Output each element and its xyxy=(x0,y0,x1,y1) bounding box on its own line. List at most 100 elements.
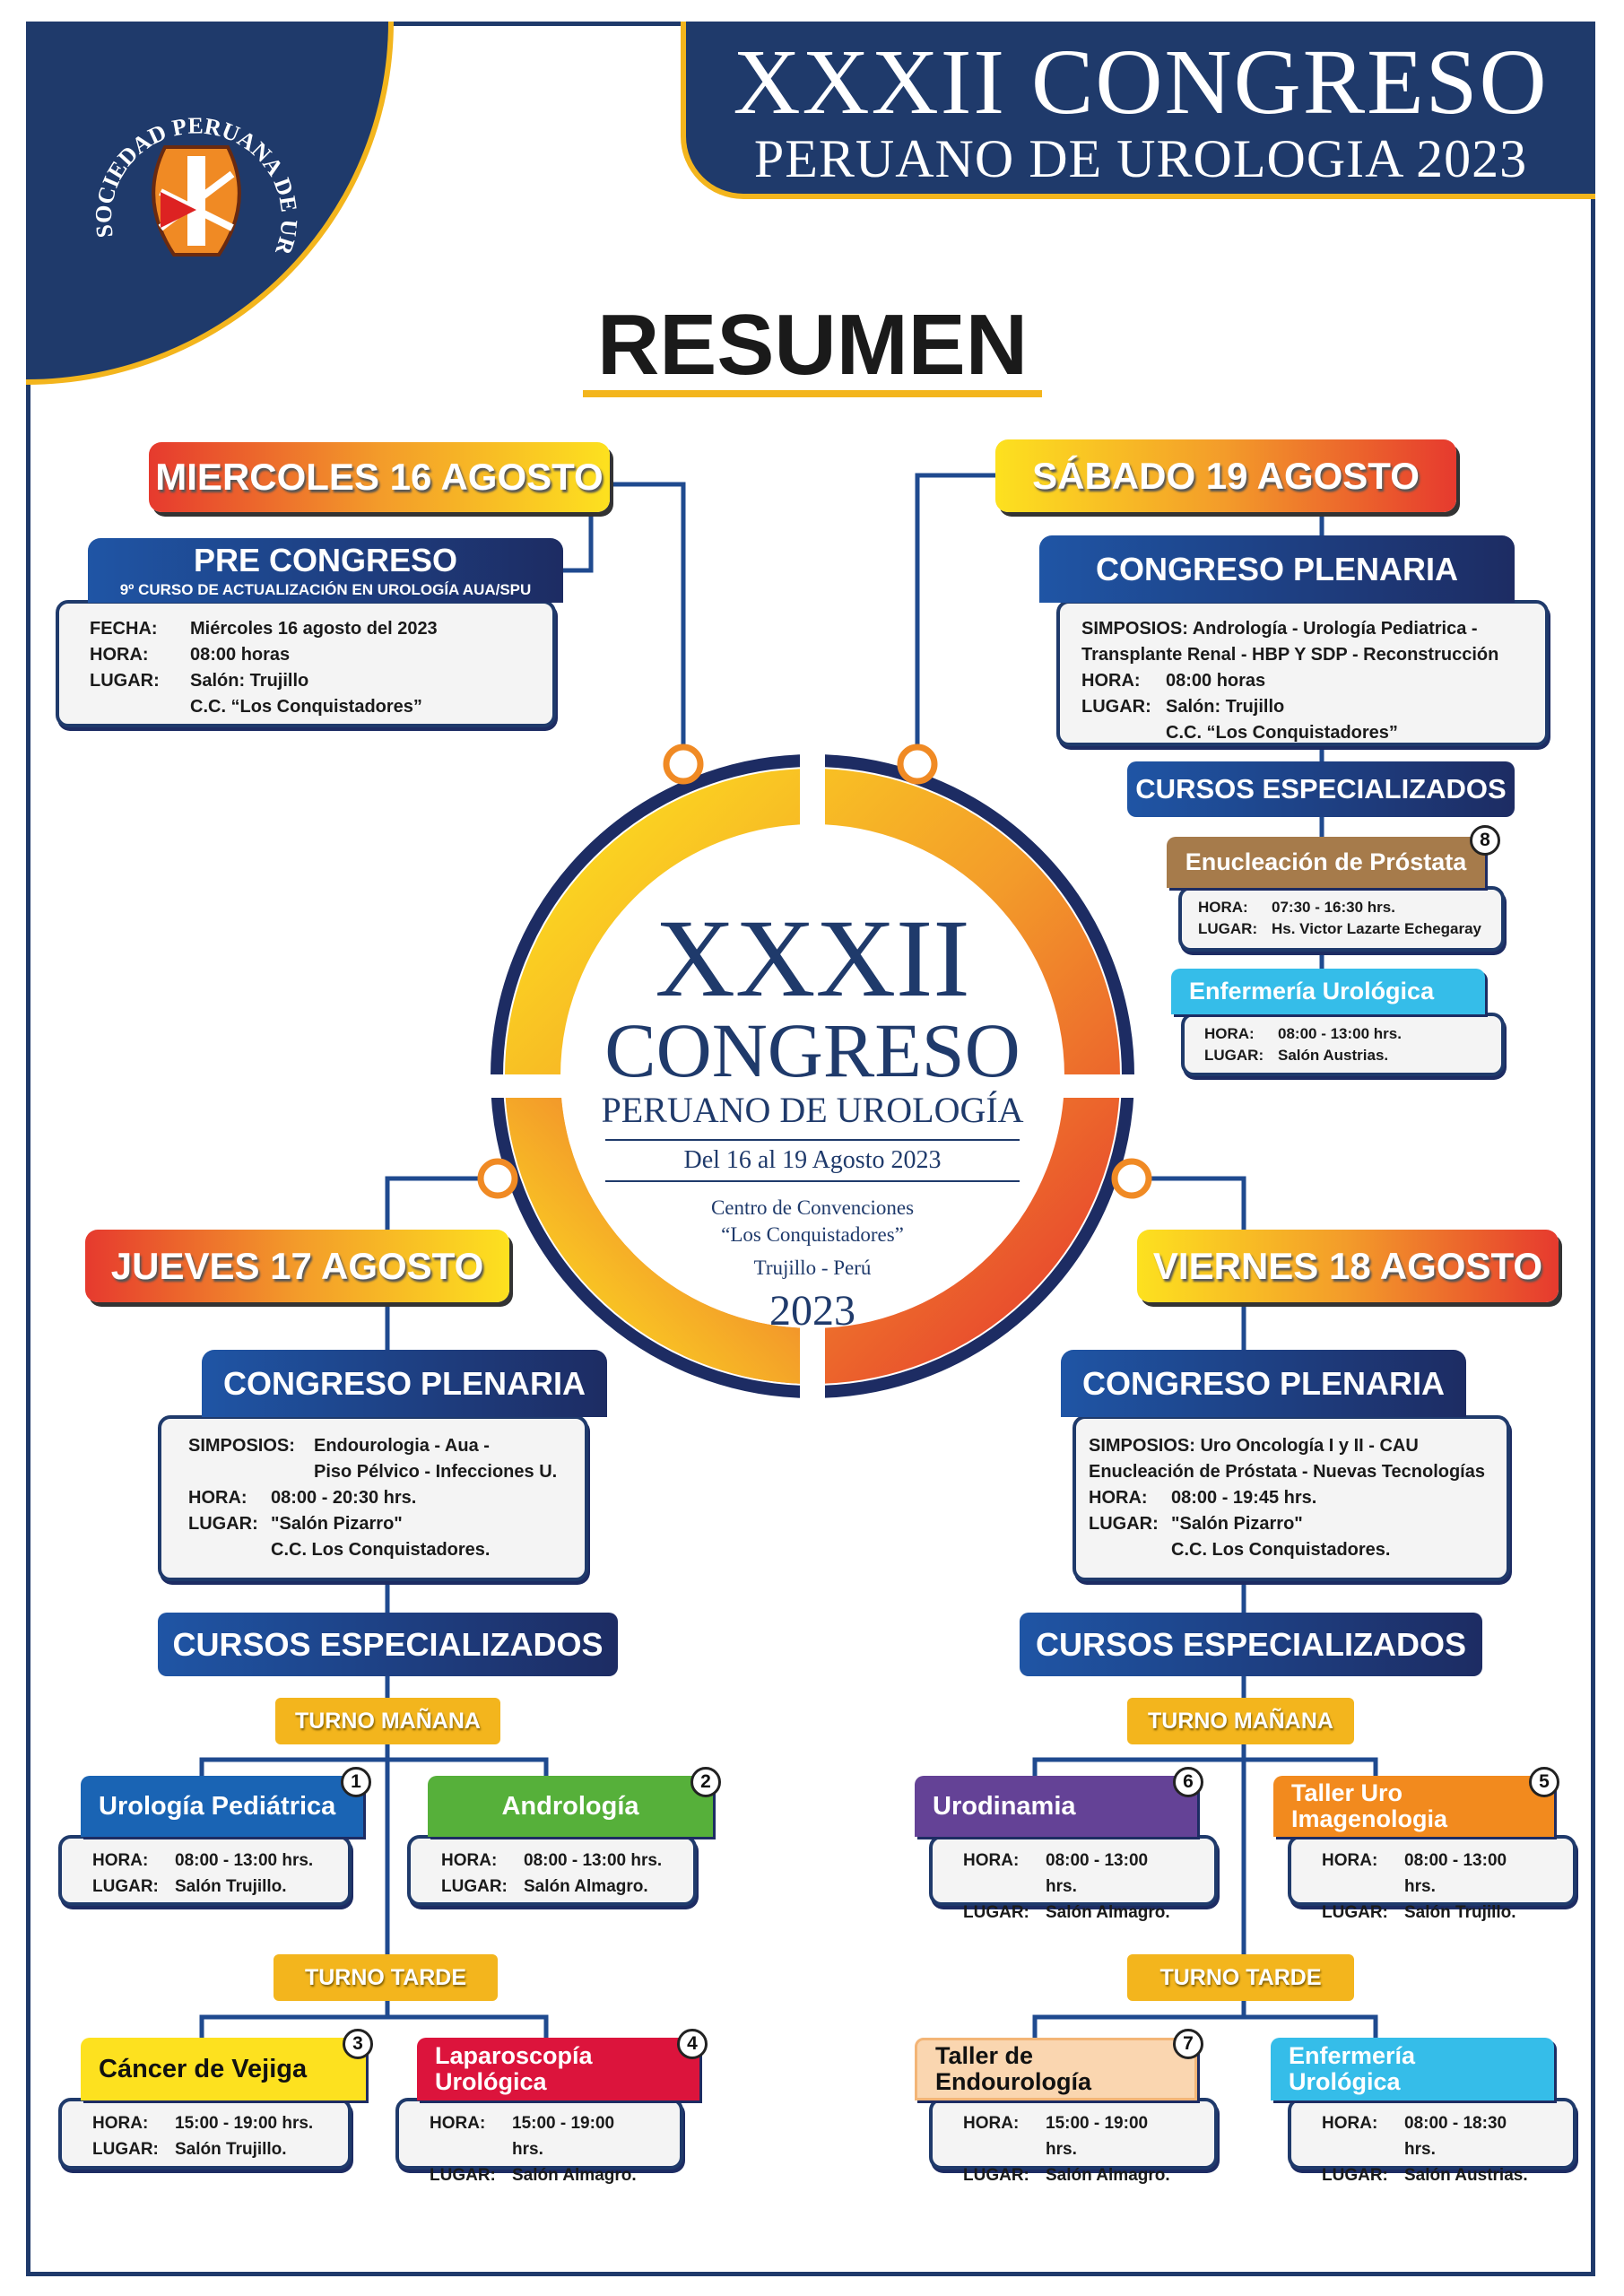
simposios: SIMPOSIOS: Andrología - Urología Pediatr… xyxy=(1081,619,1478,639)
value: Endourologia - Aua - xyxy=(314,1436,490,1456)
day-jueves: JUEVES 17 AGOSTO xyxy=(85,1230,509,1302)
label: HORA: xyxy=(1322,1851,1378,1870)
jueves-turno-tarde: TURNO TARDE xyxy=(274,1954,498,2001)
pre-congreso-subtitle: 9º CURSO DE ACTUALIZACIÓN EN UROLOGÍA AU… xyxy=(119,581,532,598)
label: LUGAR: xyxy=(1322,1903,1388,1922)
course-andrologia: Andrología xyxy=(428,1776,713,1837)
simposios: SIMPOSIOS: Uro Oncología I y II - CAU xyxy=(1089,1436,1419,1456)
label: LUGAR: xyxy=(1198,920,1258,937)
label: LUGAR: xyxy=(963,1903,1029,1922)
viernes-turno-tarde: TURNO TARDE xyxy=(1127,1954,1354,2001)
course-number-badge: 5 xyxy=(1529,1767,1559,1797)
course-info: HORA:07:30 - 16:30 hrs. LUGAR:Hs. Victor… xyxy=(1178,886,1505,952)
label: HORA: xyxy=(1204,1025,1255,1042)
jueves-plenaria-header: CONGRESO PLENARIA xyxy=(202,1350,607,1417)
lugar-value: Salón Almagro. xyxy=(512,2166,637,2185)
timeline-dots xyxy=(477,744,1152,1199)
hora-value: 15:00 - 19:00 hrs. xyxy=(512,2114,615,2159)
course-info: HORA:15:00 - 19:00 hrs. LUGAR:Salón Alma… xyxy=(929,2098,1218,2185)
lugar-value: Salón Almagro. xyxy=(1046,1903,1170,1922)
banner-subtitle: PERUANO DE UROLOGIA 2023 xyxy=(753,129,1528,188)
course-number-badge: 4 xyxy=(677,2029,708,2059)
hora-value: 08:00 - 13:00 hrs. xyxy=(175,1851,314,1870)
hora-value: 07:30 - 16:30 hrs. xyxy=(1272,899,1395,916)
jueves-turno-manana: TURNO MAÑANA xyxy=(275,1698,500,1744)
simposios: Transplante Renal - HBP Y SDP - Reconstr… xyxy=(1081,645,1499,665)
course-title: Taller Uro Imagenologia xyxy=(1291,1779,1448,1832)
lugar-value: Salón Trujillo. xyxy=(175,1877,287,1896)
center-year: 2023 xyxy=(769,1287,855,1335)
course-info: HORA:08:00 - 13:00 hrs. LUGAR:Salón Alma… xyxy=(407,1835,697,1906)
center-dates: Del 16 al 19 Agosto 2023 xyxy=(605,1139,1020,1182)
value: C.C. “Los Conquistadores” xyxy=(1166,723,1398,743)
value: 08:00 horas xyxy=(190,645,291,665)
course-title: Enfermería Urológica xyxy=(1289,2042,1416,2095)
value: C.C. Los Conquistadores. xyxy=(271,1540,491,1560)
label: HORA: xyxy=(963,1851,1020,1870)
center-ring xyxy=(472,735,1153,1417)
simposios: Enucleación de Próstata - Nuevas Tecnolo… xyxy=(1089,1462,1485,1482)
value: 08:00 horas xyxy=(1166,671,1266,691)
center-venue1: Centro de Convenciones xyxy=(710,1196,915,1219)
course-info: HORA: 15:00 - 19:00 hrs. LUGAR: Salón Alma… xyxy=(395,2098,683,2185)
label: LUGAR: xyxy=(92,1877,159,1896)
center-line3: PERUANO DE UROLOGÍA xyxy=(601,1090,1024,1130)
label: HORA: xyxy=(90,645,149,665)
course-title: Urodinamia xyxy=(933,1791,1076,1821)
label: LUGAR: xyxy=(1089,1514,1159,1534)
course-title: Andrología xyxy=(501,1791,639,1821)
label: LUGAR: xyxy=(441,1877,508,1896)
label: LUGAR: xyxy=(1204,1047,1264,1064)
course-enfermeria-viernes: Enfermería Urológica xyxy=(1271,2038,1554,2100)
lugar-value: Salón Trujillo. xyxy=(175,2140,287,2159)
banner-title: XXXII CONGRESO xyxy=(733,30,1549,134)
hora-value: 15:00 - 19:00 hrs. xyxy=(1046,2114,1149,2159)
lugar-value: Salón Trujillo. xyxy=(1404,1903,1516,1922)
course-title: Taller de Endourología xyxy=(935,2042,1091,2095)
label: HORA: xyxy=(1089,1488,1148,1508)
label: HORA: xyxy=(1322,2114,1378,2133)
hora-value: 08:00 - 13:00 hrs. xyxy=(1278,1025,1402,1042)
label: LUGAR: xyxy=(1322,2166,1388,2185)
course-info: HORA: 08:00 - 13:00 hrs. LUGAR: Salón Alma… xyxy=(929,1835,1218,1922)
label: FECHA: xyxy=(90,619,158,639)
hora-value: 08:00 - 13:00 hrs. xyxy=(1046,1851,1149,1896)
viernes-plenaria-header: CONGRESO PLENARIA xyxy=(1061,1350,1466,1417)
sabado-plenaria-info: SIMPOSIOS: Andrología - Urología Pediatr… xyxy=(1056,600,1549,746)
label: HORA: xyxy=(963,2114,1020,2133)
viernes-plenaria-info: SIMPOSIOS: Uro Oncología I y II - CAU En… xyxy=(1073,1415,1510,1581)
hora-value: 15:00 - 19:00 hrs. xyxy=(175,2114,314,2133)
course-cancer-vejiga: Cáncer de Vejiga xyxy=(81,2038,366,2100)
jueves-plenaria-info: SIMPOSIOS:Endourologia - Aua - Piso Pélv… xyxy=(158,1415,588,1581)
lugar-value: Salón Almagro. xyxy=(524,1877,648,1896)
course-enfermeria-sabado: Enfermería Urológica xyxy=(1171,969,1485,1014)
label: HORA: xyxy=(430,2114,486,2133)
course-title: Urología Pediátrica xyxy=(99,1791,336,1821)
course-number-badge: 6 xyxy=(1173,1767,1203,1797)
sabado-cursos-header: CURSOS ESPECIALIZADOS xyxy=(1127,761,1515,817)
course-info: HORA:08:00 - 18:30 hrs. LUGAR:Salón Aust… xyxy=(1288,2098,1576,2185)
label: HORA: xyxy=(92,1851,149,1870)
value: C.C. “Los Conquistadores” xyxy=(190,697,422,717)
course-number-badge: 7 xyxy=(1173,2029,1203,2059)
course-title: Laparoscopía Urológica xyxy=(435,2042,593,2095)
center-line1: XXXII xyxy=(655,897,970,1020)
course-title: Enfermería Urológica xyxy=(1189,978,1435,1004)
label: LUGAR: xyxy=(430,2166,496,2185)
course-taller-endourologia: Taller de Endourología xyxy=(915,2038,1197,2100)
label: SIMPOSIOS: xyxy=(188,1436,295,1456)
value: "Salón Pizarro" xyxy=(1171,1514,1303,1534)
value: Salón: Trujillo xyxy=(190,671,309,691)
viernes-cursos-header: CURSOS ESPECIALIZADOS xyxy=(1020,1613,1482,1676)
label: HORA: xyxy=(441,1851,498,1870)
pre-congreso-info: FECHA: Miércoles 16 agosto del 2023 HORA:… xyxy=(56,600,556,727)
value: Miércoles 16 agosto del 2023 xyxy=(190,619,438,639)
label: LUGAR: xyxy=(1081,697,1151,717)
label: HORA: xyxy=(1198,899,1248,916)
society-logo: SOCIEDAD PERUANA DE UROLOGIA xyxy=(62,57,302,258)
course-enucleacion: Enucleación de Próstata xyxy=(1167,837,1485,888)
page-title: RESUMEN xyxy=(583,300,1042,397)
value: Salón: Trujillo xyxy=(1166,697,1285,717)
course-title: Cáncer de Vejiga xyxy=(99,2054,308,2083)
course-number-badge: 2 xyxy=(690,1767,721,1797)
